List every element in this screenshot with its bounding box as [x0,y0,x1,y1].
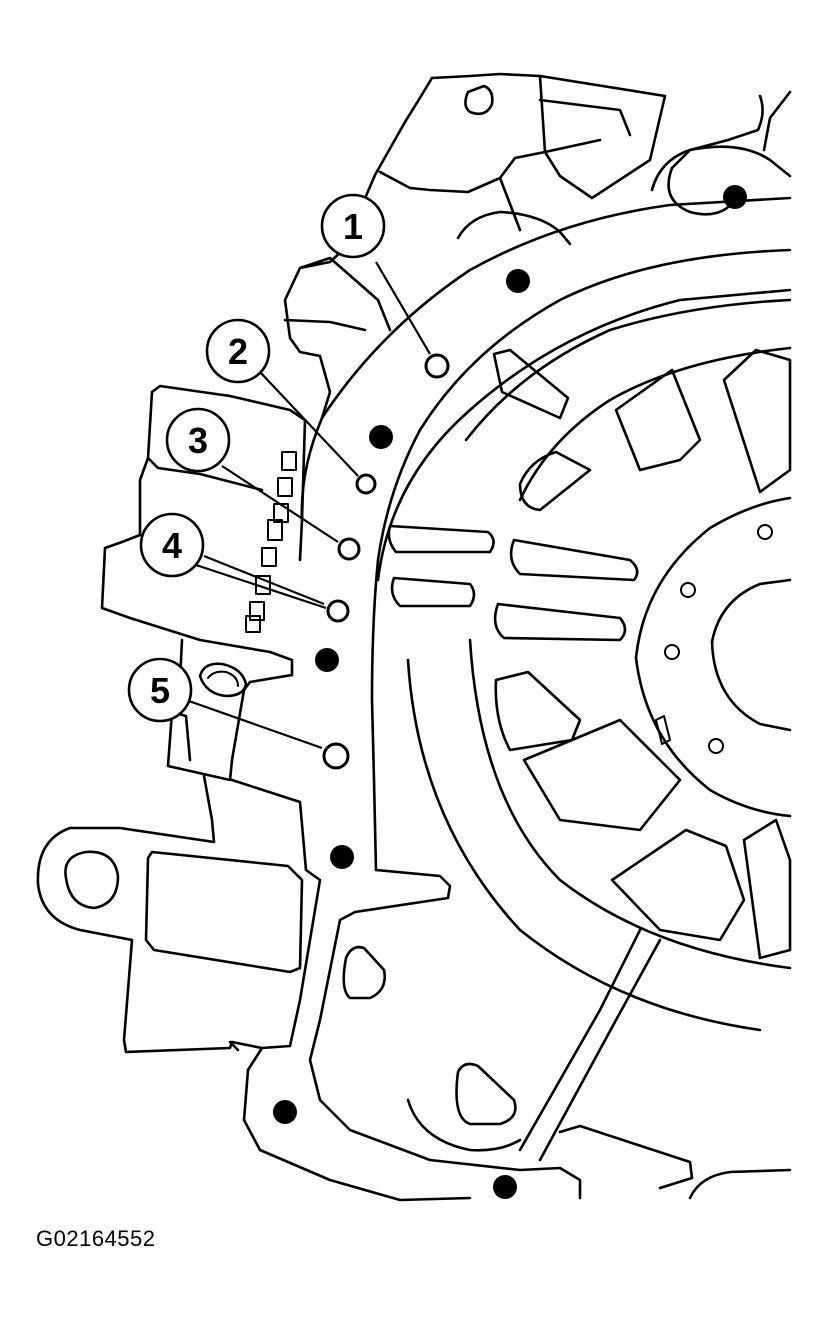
callout-2-circle [205,318,271,384]
bolt-dot [330,845,354,869]
figure-id: G02164552 [36,1226,156,1251]
callout-4: 4 [139,512,205,578]
callout-1: 1 [320,193,386,259]
leader-lines [185,261,431,750]
mounting-arm [36,774,308,1054]
bolt-dot [273,1100,297,1124]
callout-1-label: 1 [343,206,363,247]
port-4 [326,599,350,623]
bolt-dot [493,1175,517,1199]
port-5 [322,742,350,770]
lower-flange [242,868,792,1202]
callout-2-label: 2 [228,331,248,372]
callout-4-circle [139,512,205,578]
callout-2: 2 [205,318,271,384]
bolts [273,185,747,1199]
connector-block [166,638,294,782]
spoke-windows [387,348,792,960]
support-strut [518,928,662,1162]
ports [322,353,450,770]
bolt-dot [506,269,530,293]
converter-hub [376,288,792,1032]
port-2 [355,473,377,495]
callout-3-label: 3 [188,420,208,461]
left-bracket [100,384,307,677]
callout-3: 3 [165,407,231,473]
flange-band [298,145,792,872]
bolt-dot [315,648,339,672]
bolt-dot [369,425,393,449]
callout-4-label: 4 [162,525,182,566]
upper-housing [343,72,792,250]
callout-1-circle [320,193,386,259]
callout-5-circle [127,657,193,723]
callout-5: 5 [127,657,193,723]
callout-5-label: 5 [150,670,170,711]
callout-3-circle [165,407,231,473]
bolt-dot [723,185,747,209]
left-wall-upper [283,246,392,420]
port-1 [424,353,450,379]
port-3 [337,537,361,561]
